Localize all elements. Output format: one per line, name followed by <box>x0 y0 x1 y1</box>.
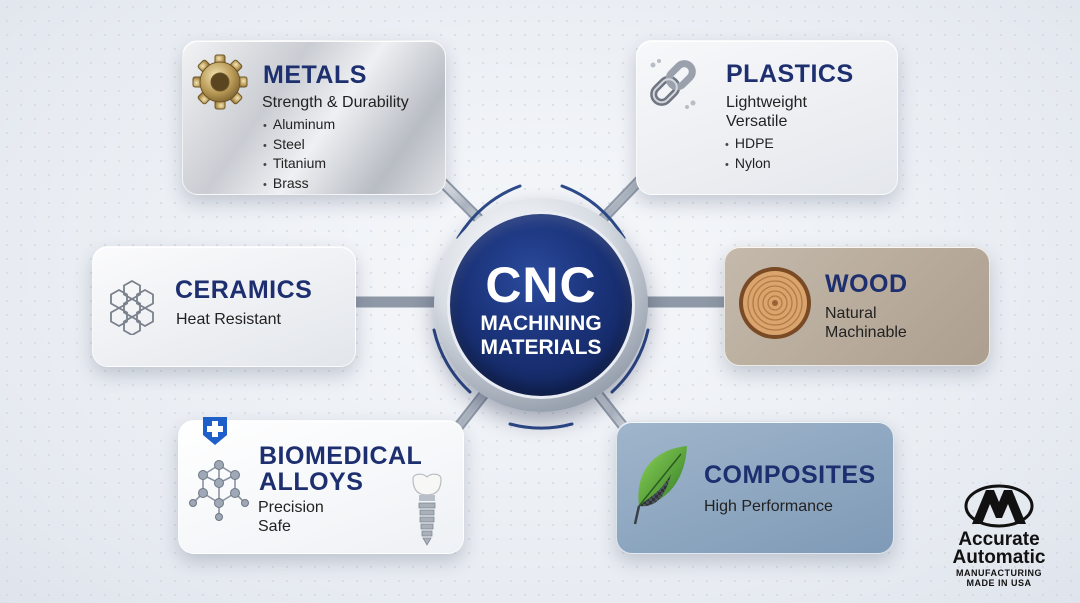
center-hub: CNC MACHINING MATERIALS <box>434 198 648 412</box>
ceramics-title: CERAMICS <box>175 276 313 304</box>
hexagon-lattice-icon <box>103 277 161 340</box>
wood-title: WOOD <box>825 270 908 298</box>
plastics-title: PLASTICS <box>726 60 854 88</box>
metals-title: METALS <box>263 61 367 89</box>
logo-line-4: MADE IN USA <box>966 578 1032 588</box>
list-item: HDPE <box>725 135 774 155</box>
carbon-leaf-icon <box>631 444 693 535</box>
logo-line-3: MANUFACTURING <box>956 568 1042 578</box>
logo-line-2: Automatic <box>952 547 1046 568</box>
medical-shield-icon <box>201 415 229 452</box>
metals-list: Aluminum Steel Titanium Brass <box>263 116 335 194</box>
plastics-subtitle-line-2: Versatile <box>726 113 788 130</box>
gear-icon <box>191 53 249 116</box>
ceramics-card: CERAMICS Heat Resistant <box>92 246 356 367</box>
center-hub-badge: CNC MACHINING MATERIALS <box>447 211 635 399</box>
biomedical-title-line-2: ALLOYS <box>259 468 364 496</box>
molecule-icon <box>189 459 249 526</box>
biomedical-title-line-1: BIOMEDICAL <box>259 442 423 470</box>
metals-card: METALS Strength & Durability Aluminum St… <box>182 40 446 195</box>
composites-title: COMPOSITES <box>704 461 876 489</box>
hub-subtitle-line-1: MACHINING <box>480 312 602 335</box>
wood-subtitle-line-1: Natural <box>825 305 877 322</box>
list-item: Nylon <box>725 155 774 175</box>
list-item: Steel <box>263 136 335 156</box>
composites-card: COMPOSITES High Performance <box>616 421 894 554</box>
metals-subtitle: Strength & Durability <box>262 94 409 111</box>
logo-line-1: Accurate <box>958 529 1040 550</box>
plastics-card: PLASTICS Lightweight Versatile HDPE Nylo… <box>636 40 898 195</box>
plastics-subtitle-line-1: Lightweight <box>726 94 807 111</box>
composites-subtitle: High Performance <box>704 498 833 515</box>
hub-subtitle-line-2: MATERIALS <box>480 336 602 359</box>
ceramics-subtitle: Heat Resistant <box>176 311 281 328</box>
biomedical-card: BIOMEDICAL ALLOYS Precision Safe <box>178 417 464 554</box>
dental-implant-icon <box>409 473 445 552</box>
list-item: Aluminum <box>263 116 335 136</box>
wood-card: WOOD Natural Machinable <box>724 246 990 366</box>
biomedical-subtitle-line-1: Precision <box>258 499 324 516</box>
chain-link-icon <box>643 53 703 118</box>
biomedical-subtitle-line-2: Safe <box>258 518 291 535</box>
wood-subtitle-line-2: Machinable <box>825 324 907 341</box>
list-item: Titanium <box>263 155 335 175</box>
hub-title: CNC <box>485 257 597 313</box>
wood-slice-icon <box>737 265 813 346</box>
plastics-list: HDPE Nylon <box>725 135 774 174</box>
logo-mark-icon <box>964 484 1034 535</box>
company-logo: Accurate Automatic MANUFACTURING MADE IN… <box>926 484 1072 588</box>
list-item: Brass <box>263 175 335 195</box>
